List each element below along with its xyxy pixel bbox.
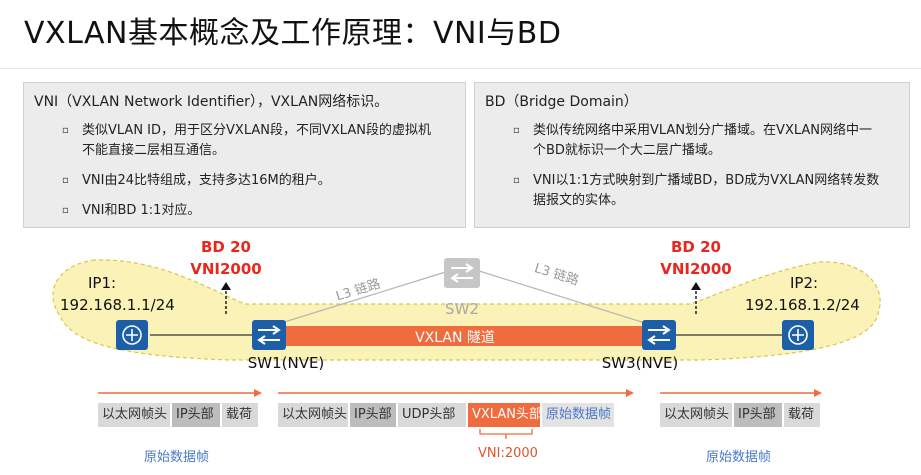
- packet-cell-original-frame: 原始数据帧: [542, 403, 616, 427]
- ip1-address: 192.168.1.1/24: [60, 296, 175, 314]
- packet-cell: IP头部: [734, 403, 784, 427]
- left-packet-format: 以太网帧头 IP头部 载荷: [98, 403, 260, 427]
- vni-caption: VNI:2000: [478, 446, 538, 461]
- right-direction-arrow-icon: [660, 389, 822, 397]
- vxlan-tunnel-label: VXLAN 隧道: [415, 330, 495, 346]
- ip2-label: IP2:: [790, 274, 818, 292]
- right-vni-label: VNI2000: [660, 260, 732, 278]
- l3-link-left-label: L3 链路: [334, 276, 382, 305]
- title-divider: [0, 68, 921, 69]
- packet-cell: 以太网帧头: [278, 403, 350, 427]
- l3-link-left: [277, 269, 453, 325]
- right-packet-format: 以太网帧头 IP头部 载荷: [660, 403, 822, 427]
- packet-cell: 载荷: [784, 403, 822, 427]
- sw1-label: SW1(NVE): [248, 354, 325, 372]
- bd-panel: BD（Bridge Domain） ▫ 类似传统网络中采用VLAN划分广播域。在…: [474, 82, 910, 228]
- packet-cell: 以太网帧头: [660, 403, 734, 427]
- bullet-marker-icon: ▫: [62, 175, 69, 186]
- bullet-line: VNI和BD 1:1对应。: [82, 203, 201, 218]
- bullet-marker-icon: ▫: [513, 125, 520, 136]
- bullet-marker-icon: ▫: [513, 175, 520, 186]
- right-bd-label: BD 20: [671, 238, 721, 256]
- vxlan-topology-diagram: L3 链路 L3 链路 SW2 VXLAN 隧道 SW1(NVE) SW3(NV…: [52, 238, 881, 397]
- bd-bullet-list: ▫ 类似传统网络中采用VLAN划分广播域。在VXLAN网络中一 个BD就标识一个…: [485, 121, 899, 211]
- vxlan-tunnel: [282, 326, 642, 346]
- bullet-marker-icon: ▫: [62, 205, 69, 216]
- l3-link-right-label: L3 链路: [532, 260, 580, 289]
- bullet-line: VNI由24比特组成，支持多达16M的租户。: [82, 173, 331, 188]
- bullet-line: VNI以1:1方式映射到广播域BD，BD成为VXLAN网络转发数: [533, 173, 880, 188]
- left-vni-label: VNI2000: [190, 260, 262, 278]
- page-title: VXLAN基本概念及工作原理：VNI与BD: [24, 16, 562, 51]
- bullet-marker-icon: ▫: [62, 125, 69, 136]
- sw3-switch-icon: [642, 320, 676, 350]
- vni-bullet-2: ▫ VNI由24比特组成，支持多达16M的租户。: [34, 171, 455, 191]
- sw1-switch-icon: [252, 320, 286, 350]
- left-packet-caption: 原始数据帧: [144, 450, 210, 465]
- packet-cell: 载荷: [222, 403, 260, 427]
- host1-router-icon: [116, 320, 148, 350]
- vni-heading: VNI（VXLAN Network Identifier），VXLAN网络标识。: [34, 94, 389, 110]
- right-bd-arrow-icon: [691, 282, 701, 314]
- left-direction-arrow-icon: [98, 389, 262, 397]
- vni-bracket-icon: [479, 429, 533, 439]
- packet-cell-vxlan-header: VXLAN头部: [468, 403, 542, 427]
- vni-bullet-3: ▫ VNI和BD 1:1对应。: [34, 201, 455, 221]
- bd-bullet-1: ▫ 类似传统网络中采用VLAN划分广播域。在VXLAN网络中一 个BD就标识一个…: [485, 121, 899, 161]
- bullet-line: 不能直接二层相互通信。: [82, 143, 226, 158]
- l3-link-right: [475, 269, 649, 325]
- vni-bullet-list: ▫ 类似VLAN ID，用于区分VXLAN段，不同VXLAN段的虚拟机 不能直接…: [34, 121, 455, 221]
- sw2-switch-icon: [444, 258, 480, 288]
- bullet-line: 据报文的实体。: [533, 193, 625, 208]
- sw2-label: SW2: [445, 300, 479, 318]
- middle-direction-arrow-icon: [278, 389, 634, 397]
- bd-bullet-2: ▫ VNI以1:1方式映射到广播域BD，BD成为VXLAN网络转发数 据报文的实…: [485, 171, 899, 211]
- ip1-label: IP1:: [88, 274, 116, 292]
- packet-cell: IP头部: [172, 403, 222, 427]
- host2-router-icon: [782, 320, 814, 350]
- bullet-line: 个BD就标识一个大二层广播域。: [533, 143, 721, 158]
- vni-panel: VNI（VXLAN Network Identifier），VXLAN网络标识。…: [23, 82, 466, 228]
- packet-cell: IP头部: [350, 403, 398, 427]
- bullet-line: 类似VLAN ID，用于区分VXLAN段，不同VXLAN段的虚拟机: [82, 123, 431, 138]
- sw3-label: SW3(NVE): [602, 354, 679, 372]
- left-bd-arrow-icon: [221, 282, 231, 314]
- left-bd-label: BD 20: [201, 238, 251, 256]
- packet-cell: UDP头部: [398, 403, 468, 427]
- middle-packet-format: 以太网帧头 IP头部 UDP头部 VXLAN头部 原始数据帧: [278, 403, 616, 427]
- packet-cell: 以太网帧头: [98, 403, 172, 427]
- bd-heading: BD（Bridge Domain）: [485, 94, 638, 110]
- right-packet-caption: 原始数据帧: [706, 450, 772, 465]
- ip2-address: 192.168.1.2/24: [745, 296, 860, 314]
- vni-bullet-1: ▫ 类似VLAN ID，用于区分VXLAN段，不同VXLAN段的虚拟机 不能直接…: [34, 121, 455, 161]
- bullet-line: 类似传统网络中采用VLAN划分广播域。在VXLAN网络中一: [533, 123, 873, 138]
